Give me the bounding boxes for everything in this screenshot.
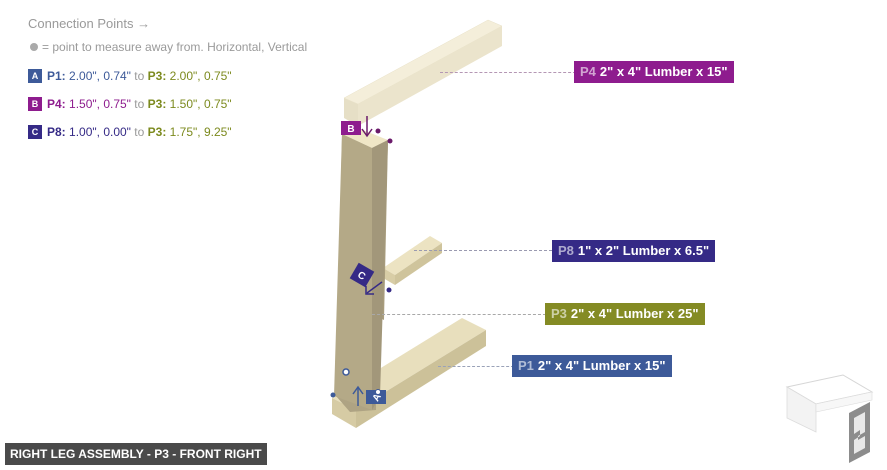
- part-p8-board: [383, 236, 442, 285]
- legend-note-text: = point to measure away from. Horizontal…: [42, 40, 308, 54]
- from-part: P4:: [47, 97, 66, 111]
- connection-badge-b: B: [28, 96, 42, 111]
- part-id: P8: [558, 243, 574, 258]
- part-id: P3: [551, 306, 567, 321]
- to-text: to: [134, 125, 145, 139]
- part-desc: 2" x 4" Lumber x 25": [570, 306, 699, 321]
- legend-note: = point to measure away from. Horizontal…: [30, 40, 307, 54]
- svg-text:B: B: [347, 124, 354, 135]
- leader-line-p3: [372, 314, 546, 315]
- to-text: to: [134, 69, 145, 83]
- to-part: P3:: [147, 69, 167, 83]
- part-desc: 1" x 2" Lumber x 6.5": [577, 243, 710, 258]
- from-values: 2.00", 0.74": [69, 69, 131, 83]
- marker-c: C: [349, 262, 392, 295]
- connection-row-b: B P4: 1.50", 0.75" to P3: 1.50", 0.75": [28, 96, 232, 112]
- marker-b: B: [341, 116, 393, 144]
- part-id: P1: [518, 358, 534, 373]
- part-id: P4: [580, 64, 596, 79]
- svg-text:A: A: [371, 392, 384, 404]
- to-text: to: [134, 97, 145, 111]
- to-values: 2.00", 0.75": [169, 69, 232, 83]
- connection-row-c: C P8: 1.00", 0.00" to P3: 1.75", 9.25": [28, 124, 232, 140]
- part-desc: 2" x 4" Lumber x 15": [537, 358, 666, 373]
- leader-line-p8: [414, 250, 552, 251]
- from-part: P8:: [47, 125, 66, 139]
- assembly-thumbnail-icon: [785, 374, 874, 463]
- from-values: 1.50", 0.75": [69, 97, 131, 111]
- part-desc: 2" x 4" Lumber x 15": [599, 64, 728, 79]
- from-values: 1.00", 0.00": [69, 125, 131, 139]
- from-part: P1:: [47, 69, 66, 83]
- to-part: P3:: [147, 125, 167, 139]
- part-p4-board: [343, 19, 503, 126]
- leader-line-p1: [438, 366, 514, 367]
- point-dot-icon: [30, 42, 38, 51]
- legend-title: Connection Points →: [28, 16, 151, 31]
- connection-badge-c: C: [28, 124, 42, 139]
- to-values: 1.50", 0.75": [169, 97, 232, 111]
- to-part: P3:: [147, 97, 167, 111]
- connection-row-a: A P1: 2.00", 0.74" to P3: 2.00", 0.75": [28, 68, 232, 84]
- connection-badge-a: A: [28, 68, 42, 83]
- marker-a: A: [330, 368, 386, 406]
- leader-line-p4: [440, 72, 576, 73]
- svg-text:C: C: [355, 270, 367, 283]
- part-p3-leg: [334, 128, 388, 412]
- to-values: 1.75", 9.25": [169, 125, 232, 139]
- assembly-caption: RIGHT LEG ASSEMBLY - P3 - FRONT RIGHT: [5, 443, 267, 465]
